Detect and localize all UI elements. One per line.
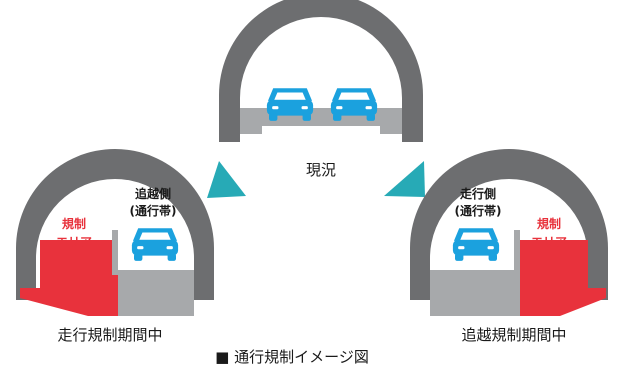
restriction-area xyxy=(520,240,606,316)
restriction-area xyxy=(20,240,118,316)
tunnel-passing-lane-restriction xyxy=(410,149,608,316)
right-lane-label: 走行側 xyxy=(460,186,496,201)
tunnel-current xyxy=(219,0,423,142)
road-surface xyxy=(240,108,402,134)
tunnel-driving-lane-restriction xyxy=(16,149,214,316)
current-label: 現況 xyxy=(306,161,336,179)
figure-title: ■ 通行規制イメージ図 xyxy=(215,348,369,366)
road-surface xyxy=(430,270,520,316)
arrow-icon xyxy=(384,161,425,197)
right-restriction-sublabel: エリア xyxy=(531,235,567,249)
road-surface xyxy=(118,270,194,316)
left-caption: 走行規制期間中 xyxy=(57,326,162,344)
left-lane-label: 追越側 xyxy=(135,186,171,201)
lane-divider xyxy=(112,230,118,275)
left-restriction-label: 規制 xyxy=(62,216,86,231)
car-icon xyxy=(452,228,500,261)
tunnel-ring xyxy=(410,149,608,300)
tunnel-ring xyxy=(219,0,423,142)
tunnel-ring xyxy=(16,149,214,300)
lane-divider xyxy=(514,230,520,275)
right-lane-sublabel: (通行帯) xyxy=(455,203,502,218)
left-restriction-sublabel: エリア xyxy=(56,235,92,249)
right-restriction-label: 規制 xyxy=(537,216,561,231)
right-caption: 追越規制期間中 xyxy=(461,326,566,344)
arrow-icon xyxy=(207,161,246,198)
left-lane-sublabel: (通行帯) xyxy=(130,203,177,218)
car-icon xyxy=(131,228,179,261)
